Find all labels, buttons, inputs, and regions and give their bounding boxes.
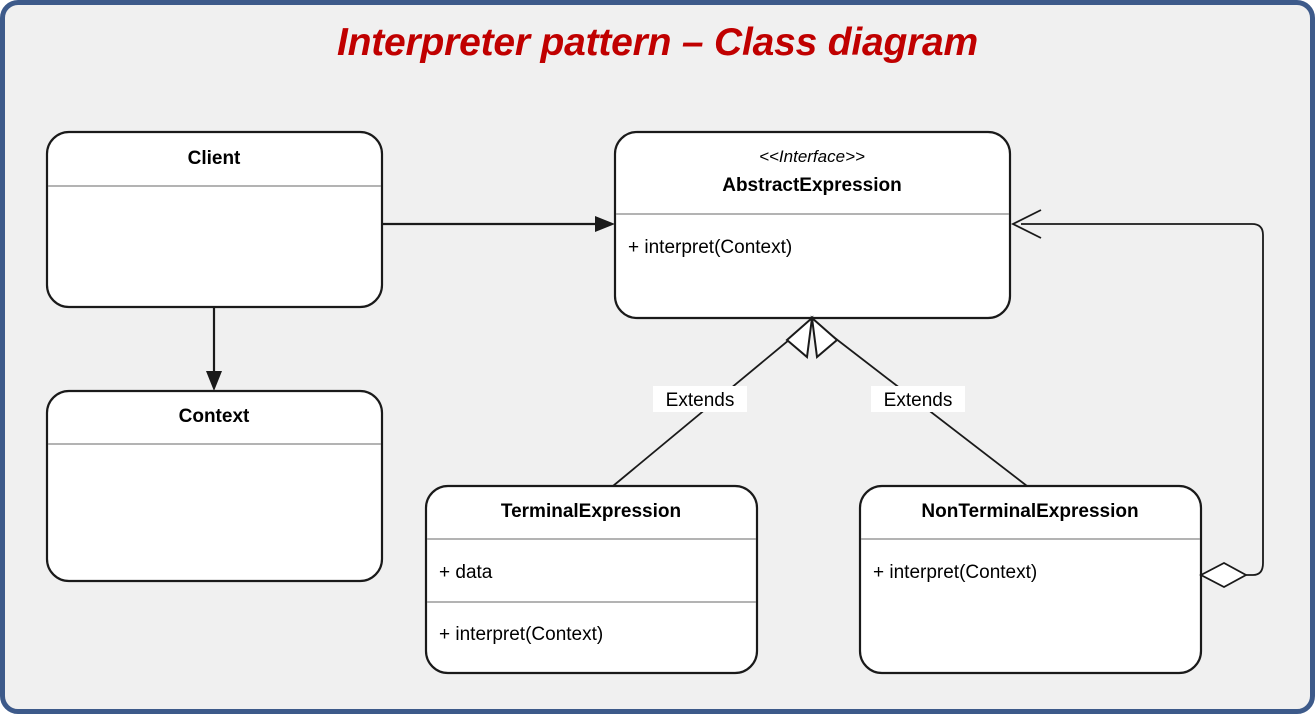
class-box-abstract-expression[interactable]: <<Interface>> AbstractExpression + inter… xyxy=(613,130,1012,320)
relationship-nonterminalexpression-aggregates-abstractexpression[interactable] xyxy=(1010,209,1264,589)
relationship-client-to-abstractexpression[interactable] xyxy=(382,216,615,232)
hollow-diamond-icon xyxy=(1199,561,1248,589)
filled-arrowhead-icon xyxy=(206,371,222,391)
filled-arrowhead-icon xyxy=(595,216,615,232)
class-name-client: Client xyxy=(188,148,241,169)
hollow-triangle-icon xyxy=(785,315,814,359)
edge-label-extends-left: Extends xyxy=(666,390,735,411)
relationship-nonterminalexpression-extends-abstractexpression[interactable]: Extends xyxy=(810,315,1028,487)
class-stereotype-interface: <<Interface>> xyxy=(759,147,865,166)
class-box-nonterminal-expression-shape xyxy=(858,484,1203,675)
class-name-abstract-expression: AbstractExpression xyxy=(722,175,902,196)
class-box-context[interactable]: Context xyxy=(45,389,384,583)
edge-label-extends-right: Extends xyxy=(884,390,953,411)
relationship-client-to-context[interactable] xyxy=(206,307,222,391)
class-box-nonterminal-expression[interactable]: NonTerminalExpression + interpret(Contex… xyxy=(858,484,1203,675)
class-box-terminal-expression[interactable]: TerminalExpression + data + interpret(Co… xyxy=(424,484,759,675)
hollow-triangle-icon xyxy=(810,315,839,359)
class-name-nonterminal-expression: NonTerminalExpression xyxy=(921,501,1138,522)
class-attribute-terminal-expression-data: + data xyxy=(439,562,493,583)
class-box-terminal-expression-shape xyxy=(424,484,759,675)
edge-label-background xyxy=(871,386,965,412)
page-title: Interpreter pattern – Class diagram xyxy=(336,21,979,64)
class-name-terminal-expression: TerminalExpression xyxy=(501,501,681,522)
class-name-context: Context xyxy=(179,406,250,427)
class-box-context-shape xyxy=(45,389,384,583)
relationship-terminalexpression-extends-abstractexpression[interactable]: Extends xyxy=(612,315,814,487)
class-method-nonterminal-expression-interpret: + interpret(Context) xyxy=(873,562,1037,583)
uml-class-diagram: Client <<Interface>> AbstractExpression … xyxy=(45,130,1264,675)
class-method-terminal-expression-interpret: + interpret(Context) xyxy=(439,624,603,645)
class-method-abstract-expression-interpret: + interpret(Context) xyxy=(628,237,792,258)
class-box-client[interactable]: Client xyxy=(45,130,384,309)
edge-label-background xyxy=(653,386,747,412)
aggregation-line xyxy=(1021,223,1264,576)
open-arrowhead-icon xyxy=(1010,209,1042,239)
